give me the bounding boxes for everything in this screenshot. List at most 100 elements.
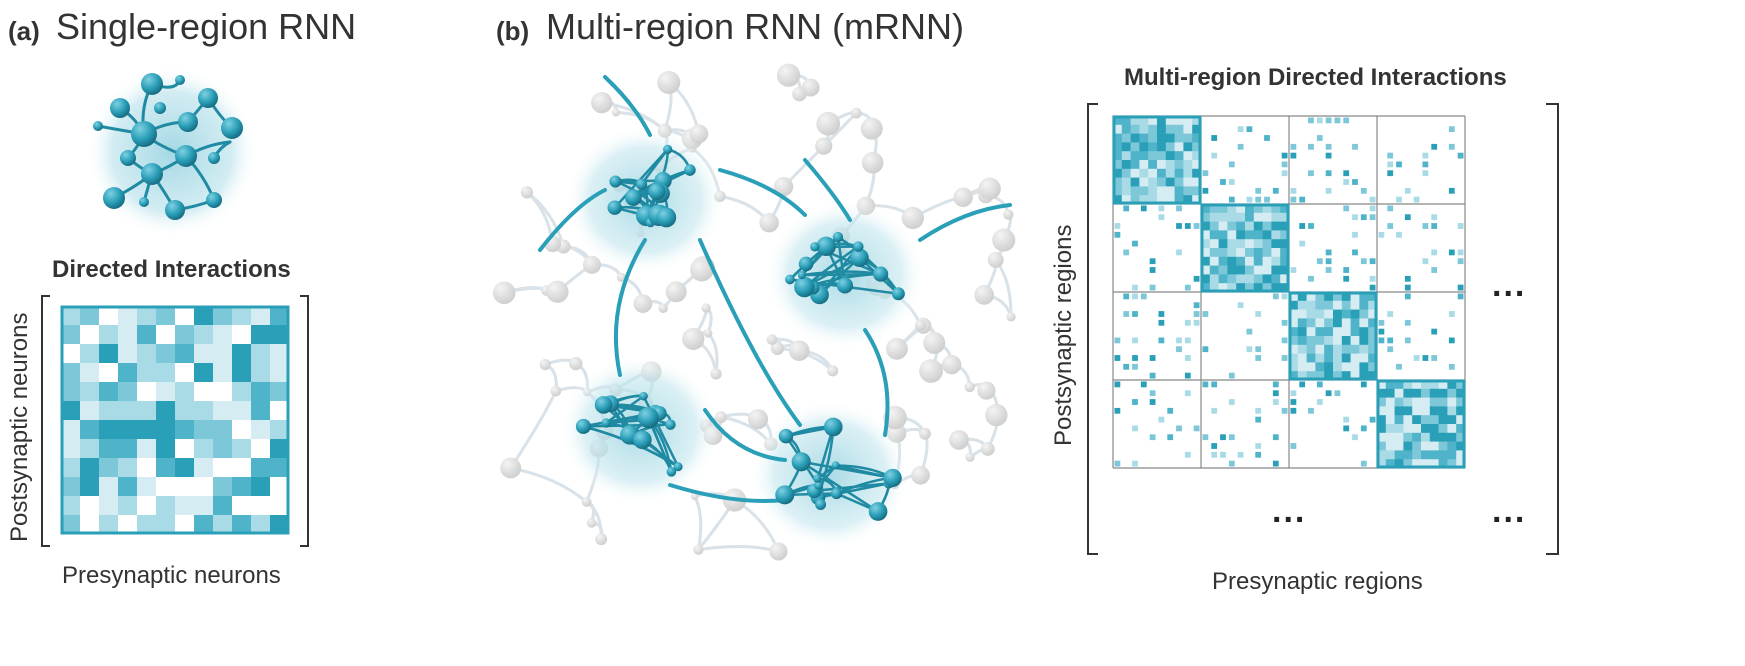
matrix-cell	[1132, 355, 1138, 361]
matrix-cell	[1184, 451, 1191, 458]
matrix-cell	[1271, 212, 1281, 222]
matrix-cell	[1394, 424, 1404, 434]
matrix-cell	[1113, 177, 1123, 187]
matrix-cell	[1297, 292, 1307, 302]
matrix-cell	[137, 420, 157, 440]
matrix-cell	[213, 458, 233, 478]
matrix-cell	[1359, 353, 1369, 363]
matrix-cell	[1334, 117, 1341, 124]
matrix-cell	[213, 344, 233, 364]
matrix-cell	[1341, 344, 1351, 354]
matrix-cell	[1306, 327, 1316, 337]
matrix-cell	[1167, 434, 1174, 441]
matrix-cell	[1245, 239, 1255, 249]
matrix-cell	[1333, 327, 1343, 337]
matrix-cell	[1165, 151, 1175, 161]
matrix-cell	[137, 401, 157, 421]
matrix-cell	[1174, 124, 1184, 134]
matrix-cell	[1387, 223, 1394, 229]
matrix-cell	[80, 325, 100, 345]
matrix-cell	[1394, 450, 1404, 460]
matrix-cell	[1280, 212, 1290, 222]
matrix-cell	[194, 382, 214, 402]
matrix-cell	[1132, 399, 1138, 405]
matrix-cell	[1359, 292, 1369, 302]
matrix-cell	[1149, 372, 1156, 379]
matrix-cell	[1306, 309, 1316, 319]
matrix-cell	[232, 401, 252, 421]
matrix-cell	[251, 382, 271, 402]
matrix-cell	[1429, 388, 1439, 398]
matrix-cell	[1308, 143, 1314, 150]
matrix-cell	[1236, 265, 1246, 275]
matrix-cell	[1209, 265, 1219, 275]
matrix-cell	[1438, 424, 1448, 434]
matrix-cell	[1369, 275, 1376, 282]
matrix-cell	[1271, 248, 1281, 258]
matrix-cell	[99, 401, 119, 421]
matrix-cell	[1387, 311, 1394, 317]
matrix-cell	[1202, 187, 1209, 194]
panel-a-title: Single-region RNN	[56, 6, 357, 47]
matrix-cell	[80, 477, 100, 497]
matrix-cell	[1114, 355, 1121, 361]
matrix-cell	[175, 477, 195, 497]
matrix-cell	[1412, 397, 1422, 407]
matrix-cell	[1132, 363, 1138, 370]
matrix-cell	[1236, 248, 1246, 258]
matrix-cell	[1192, 168, 1202, 178]
matrix-cell	[232, 515, 252, 535]
matrix-cell	[1228, 161, 1235, 168]
matrix-cell	[1350, 353, 1360, 363]
matrix-cell	[1271, 204, 1281, 214]
matrix-cell	[1202, 170, 1209, 177]
matrix-cell	[1359, 309, 1369, 319]
matrix-cell	[1324, 336, 1334, 346]
matrix-cell	[1113, 168, 1123, 178]
matrix-cell	[194, 325, 214, 345]
matrix-cell	[270, 496, 290, 516]
matrix-cell	[1121, 177, 1131, 187]
matrix-cell	[1385, 459, 1395, 469]
matrix-cell	[213, 420, 233, 440]
matrix-cell	[1324, 353, 1334, 363]
matrix-cell	[175, 420, 195, 440]
matrix-cell	[1369, 284, 1376, 291]
matrix-cell	[1218, 230, 1228, 240]
matrix-cell	[1148, 124, 1158, 134]
matrix-cell	[1289, 309, 1299, 319]
matrix-cell	[1140, 381, 1147, 388]
matrix-cell	[99, 477, 119, 497]
matrix-cell	[1130, 168, 1140, 178]
matrix-cell	[1114, 381, 1121, 388]
matrix-cell	[1422, 161, 1429, 168]
matrix-cell	[1290, 143, 1297, 150]
matrix-cell	[1341, 362, 1351, 372]
matrix-cell	[1316, 381, 1323, 388]
matrix-cell	[1359, 300, 1369, 310]
matrix-cell	[1369, 416, 1376, 423]
matrix-cell	[1341, 336, 1351, 346]
matrix-cell	[194, 401, 214, 421]
matrix-cell	[1422, 152, 1429, 159]
matrix-cell	[1404, 293, 1411, 300]
matrix-cell	[1324, 371, 1334, 381]
matrix-cell	[251, 306, 271, 326]
matrix-cell	[1262, 274, 1272, 284]
matrix-cell	[1245, 265, 1255, 275]
matrix-cell	[251, 515, 271, 535]
matrix-cell	[1421, 441, 1431, 451]
matrix-cell	[1403, 441, 1413, 451]
matrix-cell	[1149, 399, 1156, 405]
matrix-cell	[1438, 388, 1448, 398]
matrix-cell	[194, 458, 214, 478]
matrix-cell	[1413, 196, 1420, 203]
matrix-cell	[1341, 309, 1351, 319]
matrix-cell	[1157, 151, 1167, 161]
matrix-cell	[1378, 337, 1385, 344]
matrix-cell	[1308, 117, 1314, 124]
matrix-cell	[1403, 406, 1413, 416]
matrix-cell	[1148, 186, 1158, 196]
matrix-cell	[1228, 179, 1235, 185]
matrix-cell	[1368, 318, 1378, 328]
